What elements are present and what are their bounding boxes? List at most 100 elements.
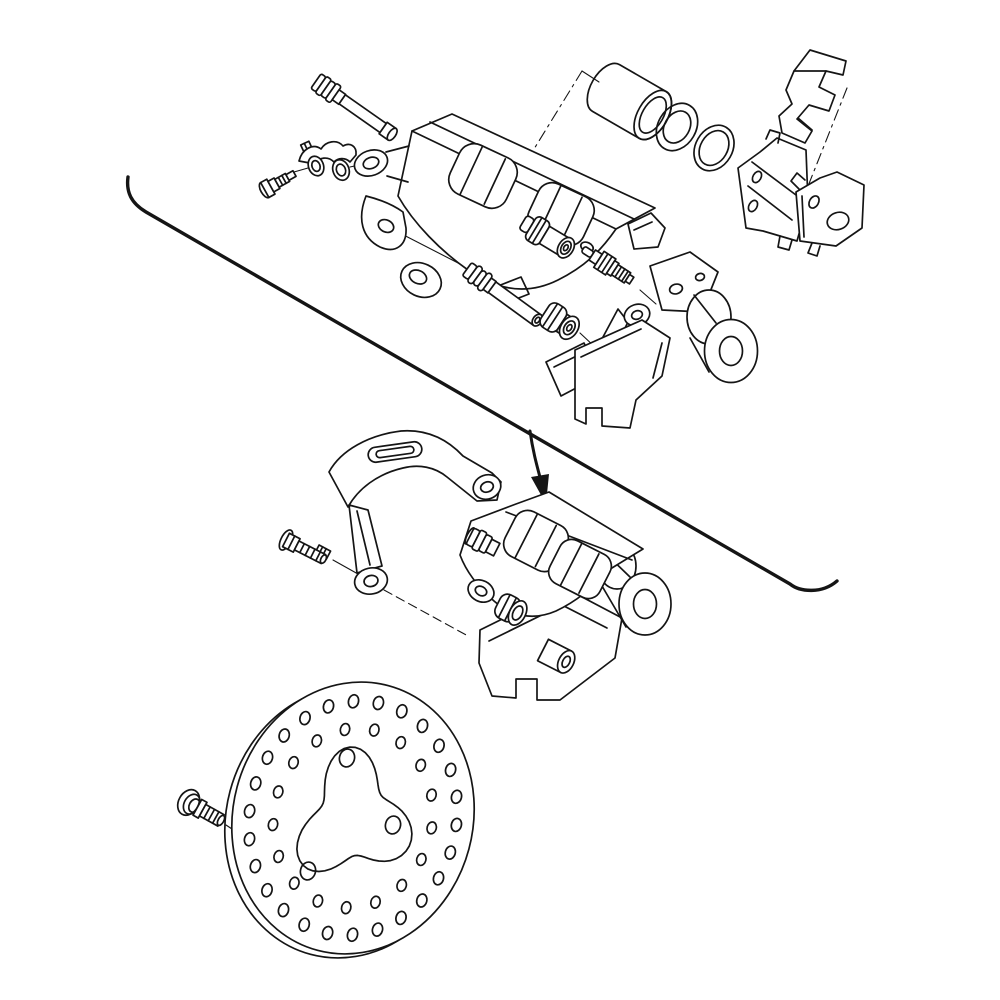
caliper-body-part (385, 145, 410, 153)
hanger-bracket-part (356, 510, 371, 566)
vent-hole (432, 870, 445, 886)
caliper-assembly (459, 491, 672, 701)
hanger-slot-part (367, 440, 423, 464)
sealing-washer-part (310, 159, 322, 173)
pad-spring-part (797, 117, 813, 131)
disc-center-cutout (296, 746, 413, 873)
banjo-bolt-part (277, 176, 284, 187)
caliper-bore-1-part (447, 142, 519, 210)
disc-mount-holes (299, 748, 402, 881)
vent-hole (444, 762, 457, 778)
leader-flange-bolt (332, 559, 359, 575)
bracket-boss (703, 318, 759, 384)
vent-hole (287, 755, 300, 770)
bracket-boss-hole (718, 335, 744, 367)
caliper-bore-1 (447, 142, 519, 210)
bleed-valve (581, 246, 635, 285)
vent-hole (450, 789, 463, 805)
assembly-bore-1-part (534, 524, 558, 568)
bleed-valve-part (596, 253, 609, 271)
hanger-ring-bottom-part (363, 574, 379, 588)
slide-bushing-upper (519, 215, 576, 259)
assembly-pin-head (464, 527, 501, 557)
dust-seal (693, 124, 735, 172)
hanger-slot-part (375, 445, 415, 459)
bracket-base (574, 319, 671, 429)
vent-hole (261, 750, 274, 766)
sealing-washer-part (307, 155, 325, 177)
brake-pad-outer-part (747, 185, 793, 221)
vent-hole (243, 831, 256, 847)
assembly-bore-2 (547, 538, 613, 600)
caliper-piston (586, 62, 673, 141)
vent-hole (416, 718, 429, 734)
pad-spring (778, 49, 847, 144)
caliper-bracket-part (693, 294, 717, 324)
piston-body (586, 62, 673, 141)
vent-hole (243, 803, 256, 819)
brake-pad-inner-part (795, 171, 865, 247)
flange-bolt-part (287, 535, 296, 551)
vent-hole (346, 927, 359, 943)
flange-bolt-part (298, 542, 306, 554)
pad-tab (790, 172, 806, 190)
hose-clamp-washers (298, 140, 357, 182)
piston-face (638, 96, 668, 134)
bracket-arm-ring-part (630, 309, 644, 321)
assembly-boot-part (497, 594, 511, 619)
pad-pin-bolt-part (338, 93, 388, 134)
hanger-slot (367, 440, 423, 464)
disc-bolt-part (211, 810, 220, 825)
vent-hole (298, 917, 311, 933)
disc-bolt-part (207, 808, 216, 822)
caliper-body-part (429, 121, 635, 220)
pad-slot (747, 199, 759, 213)
slide-bushing-lower-part (541, 303, 559, 328)
hanger-ring-right (472, 473, 502, 501)
flange-bolt (278, 529, 328, 565)
caliper-bracket-part (689, 337, 710, 373)
caliper-ear-part (362, 156, 380, 170)
assembly-boot (494, 593, 528, 626)
hanger-ring-bottom (353, 566, 389, 596)
leader-banjo (293, 167, 309, 173)
vent-hole (396, 878, 408, 893)
pad-tab (765, 129, 781, 144)
brake-pad-outer (737, 129, 809, 251)
assembly-bore-2-part (547, 538, 613, 600)
pad-tab (807, 242, 821, 257)
vent-hole (311, 734, 323, 748)
dust-seal-part (698, 129, 730, 167)
vent-hole (321, 925, 334, 941)
frame-line (125, 175, 839, 593)
assembly-pin-head-part (484, 538, 501, 557)
disc-vent-holes (243, 693, 463, 943)
bleed-valve-part (614, 265, 623, 278)
brake-pad-inner-part (801, 195, 805, 238)
assembly-boss (618, 572, 672, 636)
leader-hanger-caliper (383, 589, 469, 637)
vent-hole (395, 910, 407, 926)
piston-seal-part (662, 110, 692, 144)
bleed-valve-part (601, 256, 613, 273)
caliper-body-part (386, 175, 409, 183)
assembly-bore-1-part (514, 513, 538, 559)
pad-spring-part (778, 49, 847, 144)
caliper-end-tab (627, 212, 666, 250)
caliper-bracket-part (580, 328, 642, 358)
caliper-lug-upper (360, 195, 407, 251)
banjo-bolt-part (280, 174, 288, 185)
slide-bushing-lower-part (565, 323, 573, 332)
caliper-bore-1-part (483, 157, 507, 206)
assembly-boss-hole (632, 588, 658, 620)
slide-bushing-upper-part (559, 240, 572, 256)
lug-hole (408, 269, 428, 285)
leader-bleeder (639, 289, 657, 305)
vent-hole (267, 817, 279, 832)
vent-hole (415, 893, 428, 908)
assembly-stub-part (561, 655, 572, 669)
disc-bolt-part (216, 814, 226, 827)
vent-hole (273, 849, 285, 864)
flange-bolt-part (319, 554, 328, 565)
